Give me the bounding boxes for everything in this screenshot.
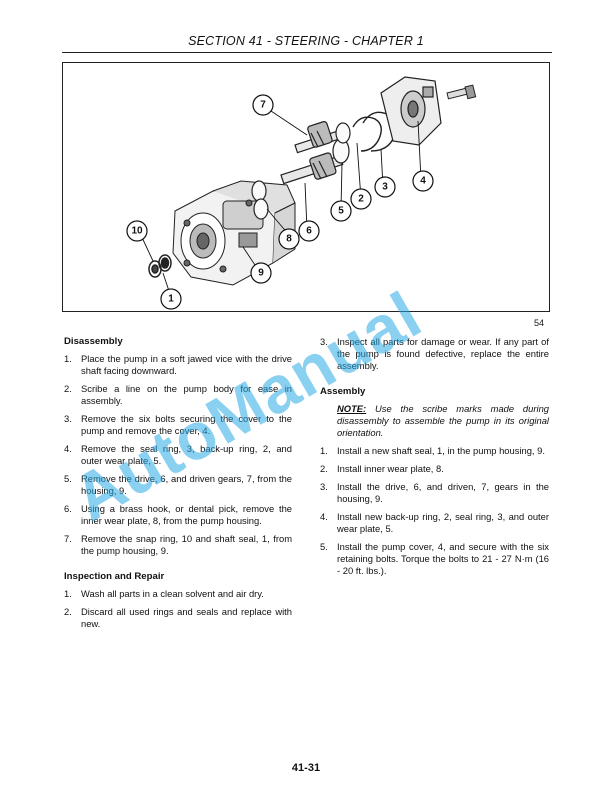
assembly-note: NOTE: Use the scribe marks made during d… [320,403,549,439]
callout-10: 10 [126,220,148,242]
note-text: Use the scribe marks made during disasse… [337,403,549,438]
figure-number: 54 [534,318,545,328]
pump-housing-drawing [172,180,296,286]
svg-text:4: 4 [420,176,426,187]
callout-6: 6 [298,220,320,242]
list-item: 7.Remove the snap ring, 10 and shaft sea… [64,533,292,556]
list-item: 4.Install new back-up ring, 2, seal ring… [320,511,549,534]
list-item: 4.Remove the seal ring, 3, back-up ring,… [64,443,292,466]
assembly-heading: Assembly [320,386,366,397]
disassembly-heading: Disassembly [64,336,123,347]
svg-text:7: 7 [260,100,266,111]
svg-text:10: 10 [131,226,143,237]
svg-text:9: 9 [258,268,264,279]
header-rule [62,52,552,53]
driven-gear-drawing [294,120,346,154]
list-item: 2.Discard all used rings and seals and r… [64,606,292,629]
callout-7: 7 [252,94,274,116]
callout-9: 9 [250,262,272,284]
section-header: SECTION 41 - STEERING - CHAPTER 1 [188,34,424,48]
outer-wear-plate-drawing [332,122,351,164]
list-item: 5.Remove the drive, 6, and driven gears,… [64,473,292,496]
retaining-bolt-drawing [446,84,477,100]
svg-text:3: 3 [382,182,388,193]
inspection-heading: Inspection and Repair [64,571,165,582]
pump-cover-drawing [380,76,442,146]
list-item: 2.Scribe a line on the pump body for eas… [64,383,292,406]
inspection-steps: 1.Wash all parts in a clean solvent and … [64,588,292,630]
inner-wear-plate-drawing [251,180,269,220]
svg-text:8: 8 [286,234,292,245]
svg-text:6: 6 [306,226,312,237]
callout-3: 3 [374,176,396,198]
list-item: 2.Install inner wear plate, 8. [320,463,444,474]
list-item: 5.Install the pump cover, 4, and secure … [320,541,549,576]
callout-4: 4 [412,170,434,192]
svg-text:1: 1 [168,294,174,305]
callout-5: 5 [330,200,352,222]
list-item: 3.Install the drive, 6, and driven, 7, g… [320,481,549,504]
exploded-view-figure: 1 2 3 4 5 6 7 8 9 10 [62,62,550,312]
right-column: 3.Inspect all parts for damage or wear. … [320,336,549,583]
callout-1: 1 [160,288,182,310]
svg-text:5: 5 [338,206,344,217]
left-column: Disassembly 1.Place the pump in a soft j… [64,336,292,636]
inspection-steps-continued: 3.Inspect all parts for damage or wear. … [320,336,549,372]
shaft-seal-drawing [148,254,172,278]
svg-text:2: 2 [358,194,364,205]
page-number: 41-31 [291,762,321,774]
list-item: 1.Install a new shaft seal, 1, in the pu… [320,445,545,456]
list-item: 3.Remove the six bolts securing the cove… [64,413,292,436]
note-label: NOTE: [337,403,367,414]
drive-gear-drawing [280,152,344,185]
pump-exploded-illustration: 1 2 3 4 5 6 7 8 9 10 [126,76,477,310]
disassembly-steps: 1.Place the pump in a soft jawed vice wi… [64,353,292,557]
assembly-steps: 1.Install a new shaft seal, 1, in the pu… [320,445,549,577]
list-item: 6.Using a brass hook, or dental pick, re… [64,503,292,526]
list-item: 1.Place the pump in a soft jawed vice wi… [64,353,292,376]
callout-2: 2 [350,188,372,210]
list-item: 1.Wash all parts in a clean solvent and … [64,588,264,599]
list-item: 3.Inspect all parts for damage or wear. … [320,336,549,371]
callout-8: 8 [278,228,300,250]
